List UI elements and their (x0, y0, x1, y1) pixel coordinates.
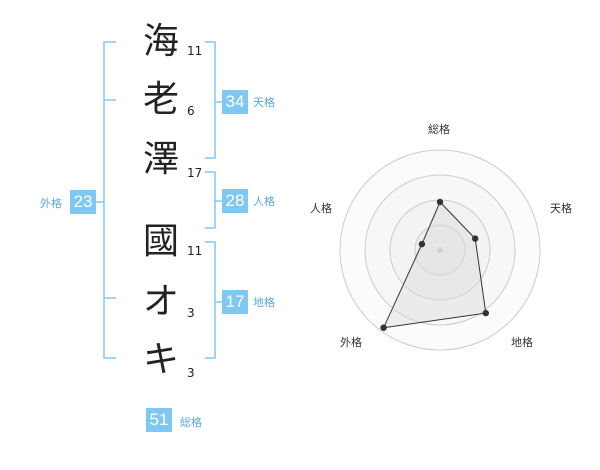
chikaku-value: 17 (222, 290, 248, 314)
jinkaku-label: 人格 (253, 195, 275, 208)
name-char-3: 澤 (142, 139, 179, 180)
radar-point-3 (482, 309, 489, 317)
soukaku-label: 総格 (180, 416, 202, 429)
name-char-6: キ (142, 339, 179, 380)
jinkaku-value: 28 (222, 189, 248, 213)
name-char-4: 國 (142, 221, 179, 262)
radar-axis-label-jinkaku: 人格 (310, 202, 332, 215)
stroke-count-6: 3 (187, 366, 195, 380)
stroke-count-1: 11 (187, 44, 203, 58)
tenkaku-label: 天格 (253, 96, 275, 109)
gaikaku-value: 23 (70, 190, 96, 214)
name-char-5: オ (142, 281, 179, 322)
tenkaku-bracket (205, 41, 216, 159)
jinkaku-bracket (205, 171, 216, 229)
radar-point-5 (418, 240, 426, 248)
soukaku-value: 51 (146, 408, 172, 432)
stroke-count-5: 3 (187, 306, 195, 320)
chikaku-label: 地格 (253, 296, 275, 309)
radar-point-2 (472, 235, 479, 242)
radar-axis-label-gaikaku: 外格 (340, 336, 362, 349)
stroke-count-2: 6 (187, 104, 195, 118)
name-char-1: 海 (142, 21, 179, 62)
radar-axis-label-soukaku: 総格 (428, 123, 450, 136)
radar-center-dot (437, 247, 443, 253)
tenkaku-value: 34 (222, 90, 248, 114)
chikaku-bracket (205, 241, 216, 359)
radar-point-4 (380, 324, 387, 331)
radar-data-polygon (382, 201, 487, 329)
stroke-count-3: 17 (187, 166, 203, 180)
stroke-count-4: 11 (187, 244, 203, 258)
name-char-2: 老 (142, 79, 179, 120)
gaikaku-bracket (103, 41, 116, 359)
radar-axis-label-chikaku: 地格 (511, 336, 533, 349)
gaikaku-label: 外格 (40, 197, 62, 210)
radar-axis-label-tenkaku: 天格 (550, 202, 572, 215)
radar-point-1 (436, 198, 444, 206)
